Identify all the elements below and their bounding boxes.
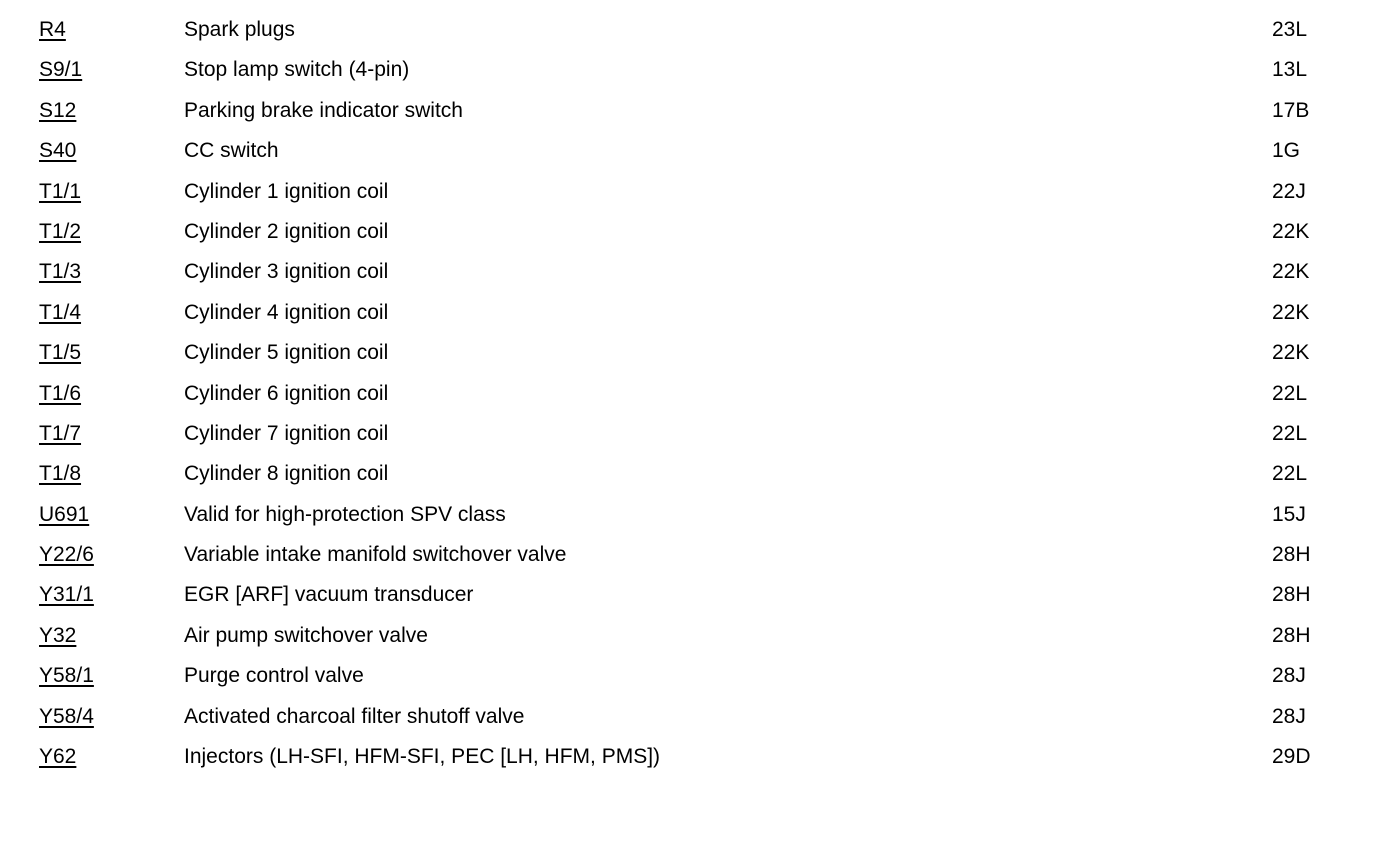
component-code-link[interactable]: Y58/1 [39, 664, 94, 688]
grid-reference: 13L [1272, 58, 1308, 82]
legend-row: T1/6 Cylinder 6 ignition coil 22L [0, 374, 1392, 414]
legend-row: S12 Parking brake indicator switch 17B [0, 91, 1392, 131]
legend-row: Y58/1 Purge control valve 28J [0, 656, 1392, 696]
legend-row: Y31/1 EGR [ARF] vacuum transducer 28H [0, 575, 1392, 615]
component-description: Spark plugs [184, 18, 295, 41]
grid-reference: 28J [1272, 704, 1306, 728]
component-description: Injectors (LH-SFI, HFM-SFI, PEC [LH, HFM… [184, 745, 661, 769]
component-description: Air pump switchover valve [184, 623, 428, 647]
legend-row: U691 Valid for high-protection SPV class… [0, 495, 1392, 535]
component-legend-table: R4 Spark plugs 23L S9/1 Stop lamp switch… [0, 10, 1392, 777]
legend-row: S9/1 Stop lamp switch (4-pin) 13L [0, 50, 1392, 90]
legend-row: T1/8 Cylinder 8 ignition coil 22L [0, 454, 1392, 494]
grid-reference: 28H [1272, 543, 1311, 567]
grid-reference: 15J [1272, 502, 1306, 526]
grid-reference: 22K [1272, 219, 1310, 243]
component-description: Activated charcoal filter shutoff valve [184, 704, 525, 728]
component-description: Cylinder 8 ignition coil [184, 462, 389, 486]
grid-reference: 29D [1272, 745, 1311, 769]
grid-reference: 22K [1272, 341, 1310, 365]
legend-row: T1/5 Cylinder 5 ignition coil 22K [0, 333, 1392, 373]
component-description: Variable intake manifold switchover valv… [184, 543, 567, 567]
grid-reference: 22L [1272, 381, 1308, 405]
component-description: Stop lamp switch (4-pin) [184, 58, 410, 82]
component-code-link[interactable]: S40 [39, 139, 77, 163]
component-code-link[interactable]: Y22/6 [39, 543, 94, 567]
component-code-link[interactable]: Y58/4 [39, 704, 94, 728]
component-description: Parking brake indicator switch [184, 98, 463, 122]
grid-reference: 28J [1272, 664, 1306, 688]
component-code-link[interactable]: T1/1 [39, 179, 82, 203]
legend-row: T1/7 Cylinder 7 ignition coil 22L [0, 414, 1392, 454]
grid-reference: 23L [1272, 18, 1308, 41]
component-code-link[interactable]: S12 [39, 98, 77, 122]
component-description: Cylinder 1 ignition coil [184, 179, 389, 203]
component-code-link[interactable]: Y32 [39, 623, 77, 647]
component-description: Valid for high-protection SPV class [184, 502, 506, 526]
component-code-link[interactable]: T1/7 [39, 421, 82, 445]
grid-reference: 17B [1272, 98, 1310, 122]
component-code-link[interactable]: T1/3 [39, 260, 82, 284]
legend-row: T1/4 Cylinder 4 ignition coil 22K [0, 293, 1392, 333]
legend-row: T1/3 Cylinder 3 ignition coil 22K [0, 252, 1392, 292]
component-description: Purge control valve [184, 664, 364, 688]
component-code-link[interactable]: S9/1 [39, 58, 83, 82]
grid-reference: 22L [1272, 421, 1308, 445]
legend-row: R4 Spark plugs 23L [0, 10, 1392, 50]
component-description: Cylinder 3 ignition coil [184, 260, 389, 284]
component-code-link[interactable]: T1/2 [39, 219, 82, 243]
grid-reference: 1G [1272, 139, 1301, 163]
component-code-link[interactable]: U691 [39, 502, 90, 526]
grid-reference: 22K [1272, 300, 1310, 324]
legend-row: T1/2 Cylinder 2 ignition coil 22K [0, 212, 1392, 252]
grid-reference: 28H [1272, 623, 1311, 647]
component-description: EGR [ARF] vacuum transducer [184, 583, 474, 607]
grid-reference: 22L [1272, 462, 1308, 486]
component-code-link[interactable]: T1/5 [39, 341, 82, 365]
component-code-link[interactable]: T1/8 [39, 462, 82, 486]
legend-row: Y62 Injectors (LH-SFI, HFM-SFI, PEC [LH,… [0, 737, 1392, 777]
legend-row: T1/1 Cylinder 1 ignition coil 22J [0, 172, 1392, 212]
component-description: Cylinder 5 ignition coil [184, 341, 389, 365]
component-description: Cylinder 7 ignition coil [184, 421, 389, 445]
component-code-link[interactable]: Y31/1 [39, 583, 94, 607]
grid-reference: 28H [1272, 583, 1311, 607]
component-code-link[interactable]: R4 [39, 18, 66, 41]
component-code-link[interactable]: T1/4 [39, 300, 82, 324]
legend-row: Y58/4 Activated charcoal filter shutoff … [0, 697, 1392, 737]
legend-row: Y32 Air pump switchover valve 28H [0, 616, 1392, 656]
grid-reference: 22J [1272, 179, 1306, 203]
component-code-link[interactable]: T1/6 [39, 381, 82, 405]
component-description: Cylinder 6 ignition coil [184, 381, 389, 405]
component-code-link[interactable]: Y62 [39, 745, 77, 769]
component-description: CC switch [184, 139, 279, 163]
component-description: Cylinder 4 ignition coil [184, 300, 389, 324]
legend-row: S40 CC switch 1G [0, 131, 1392, 171]
grid-reference: 22K [1272, 260, 1310, 284]
component-description: Cylinder 2 ignition coil [184, 219, 389, 243]
legend-row: Y22/6 Variable intake manifold switchove… [0, 535, 1392, 575]
